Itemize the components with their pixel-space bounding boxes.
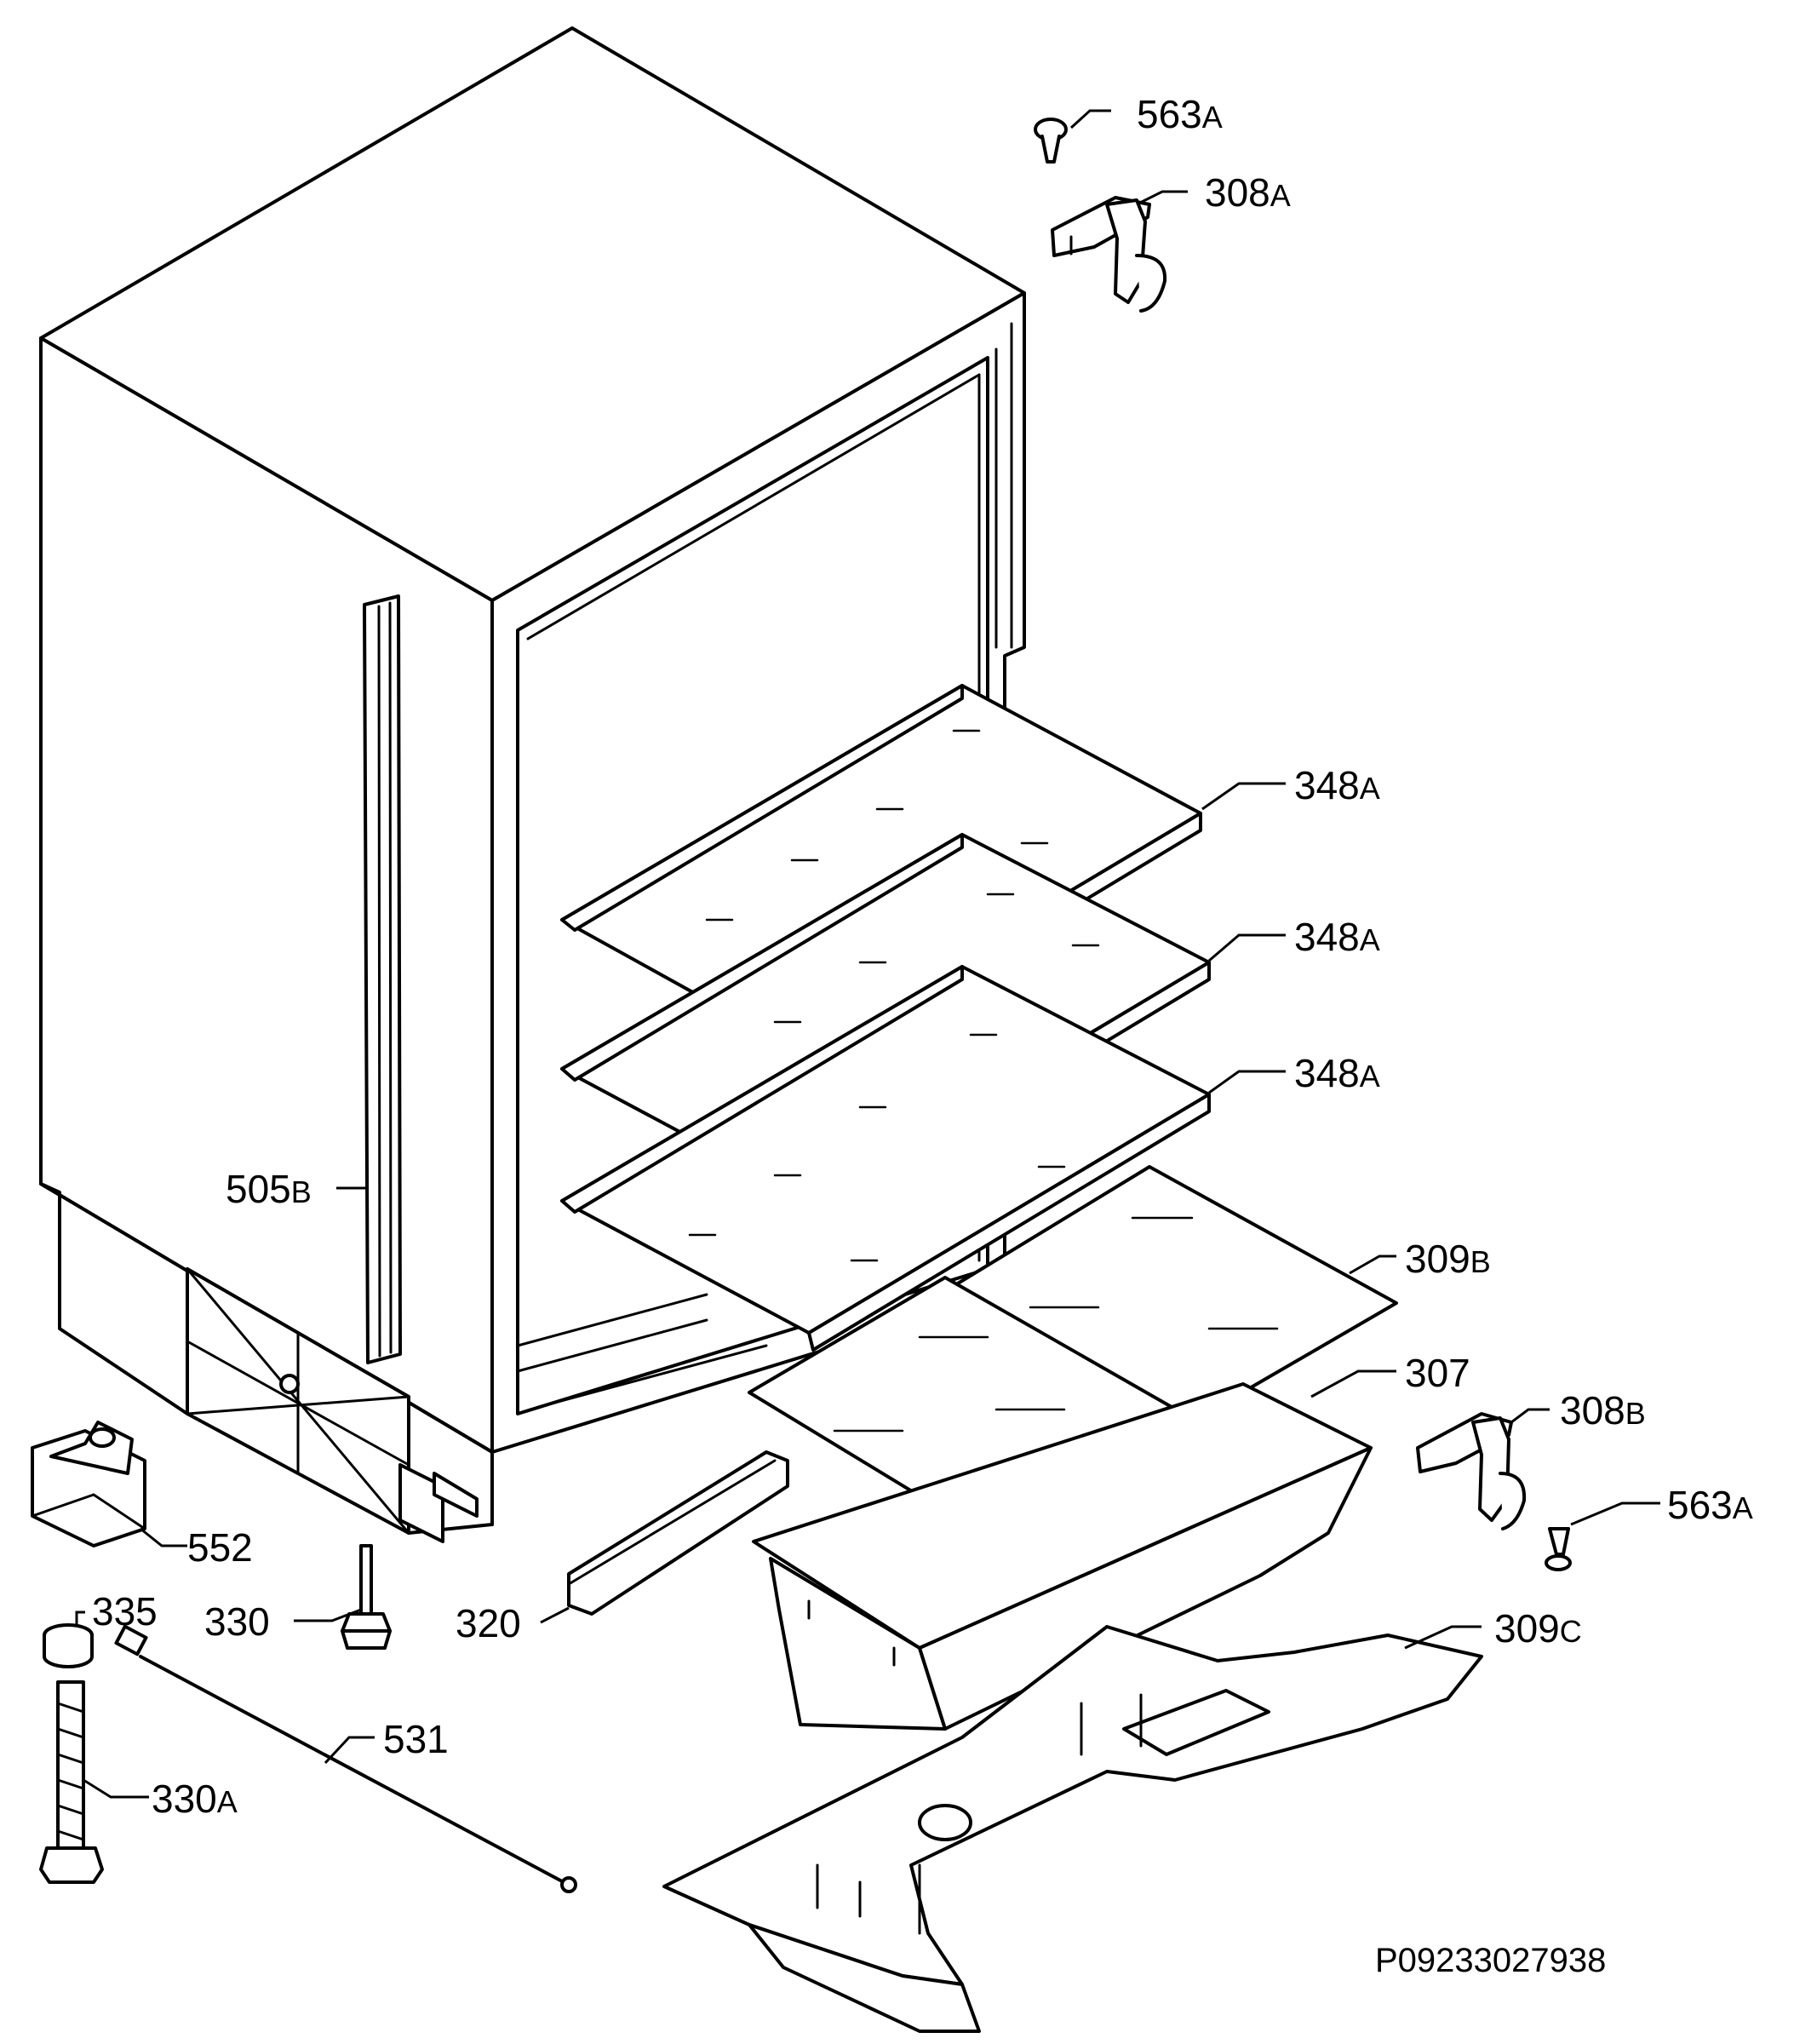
- mounting-bracket-552: [31, 1421, 146, 1547]
- label-307: 307: [1405, 1351, 1470, 1395]
- label-505b: 505B: [226, 1167, 312, 1211]
- adjustment-rod-531: [114, 1624, 577, 1893]
- label-348a-3: 348A: [1294, 1051, 1380, 1095]
- gear-nut-335: [43, 1623, 94, 1668]
- label-348a-1: 348A: [1294, 763, 1380, 807]
- label-330: 330: [204, 1599, 270, 1644]
- hinge-308b: [1416, 1412, 1527, 1530]
- label-348a-2: 348A: [1294, 915, 1380, 959]
- label-552: 552: [187, 1525, 253, 1570]
- label-308b: 308B: [1560, 1388, 1646, 1433]
- air-deflector-320: [567, 1450, 789, 1616]
- label-563a-bottom: 563A: [1667, 1483, 1753, 1527]
- label-531: 531: [383, 1717, 449, 1761]
- hinge-308a: [1051, 196, 1167, 313]
- leader-lines: [75, 109, 1660, 1799]
- door-seal-bar-505b: [363, 594, 402, 1364]
- label-320: 320: [456, 1601, 521, 1645]
- part-labels: 563A 308A 348A 348A 348A 505B 309B 307 3…: [92, 92, 1753, 1821]
- glass-shelf-348a-3: [560, 965, 1211, 1352]
- label-335: 335: [92, 1589, 158, 1633]
- base-tray-309c: [662, 1625, 1483, 2033]
- plinth-vent-grille: [186, 1267, 410, 1535]
- drawing-code: P09233027938: [1375, 1942, 1606, 1979]
- crisper-drawer-307: [752, 1382, 1373, 1731]
- label-309b: 309B: [1405, 1237, 1491, 1281]
- label-330a: 330A: [152, 1777, 238, 1821]
- adjustable-foot-330: [341, 1544, 392, 1650]
- adjustable-foot-330a: [39, 1680, 104, 1884]
- label-563a-top: 563A: [1137, 92, 1223, 136]
- cap-563a-bottom: [1545, 1527, 1572, 1571]
- label-308a: 308A: [1205, 170, 1291, 215]
- cap-563a-top: [1034, 118, 1068, 164]
- label-309c: 309C: [1494, 1606, 1582, 1651]
